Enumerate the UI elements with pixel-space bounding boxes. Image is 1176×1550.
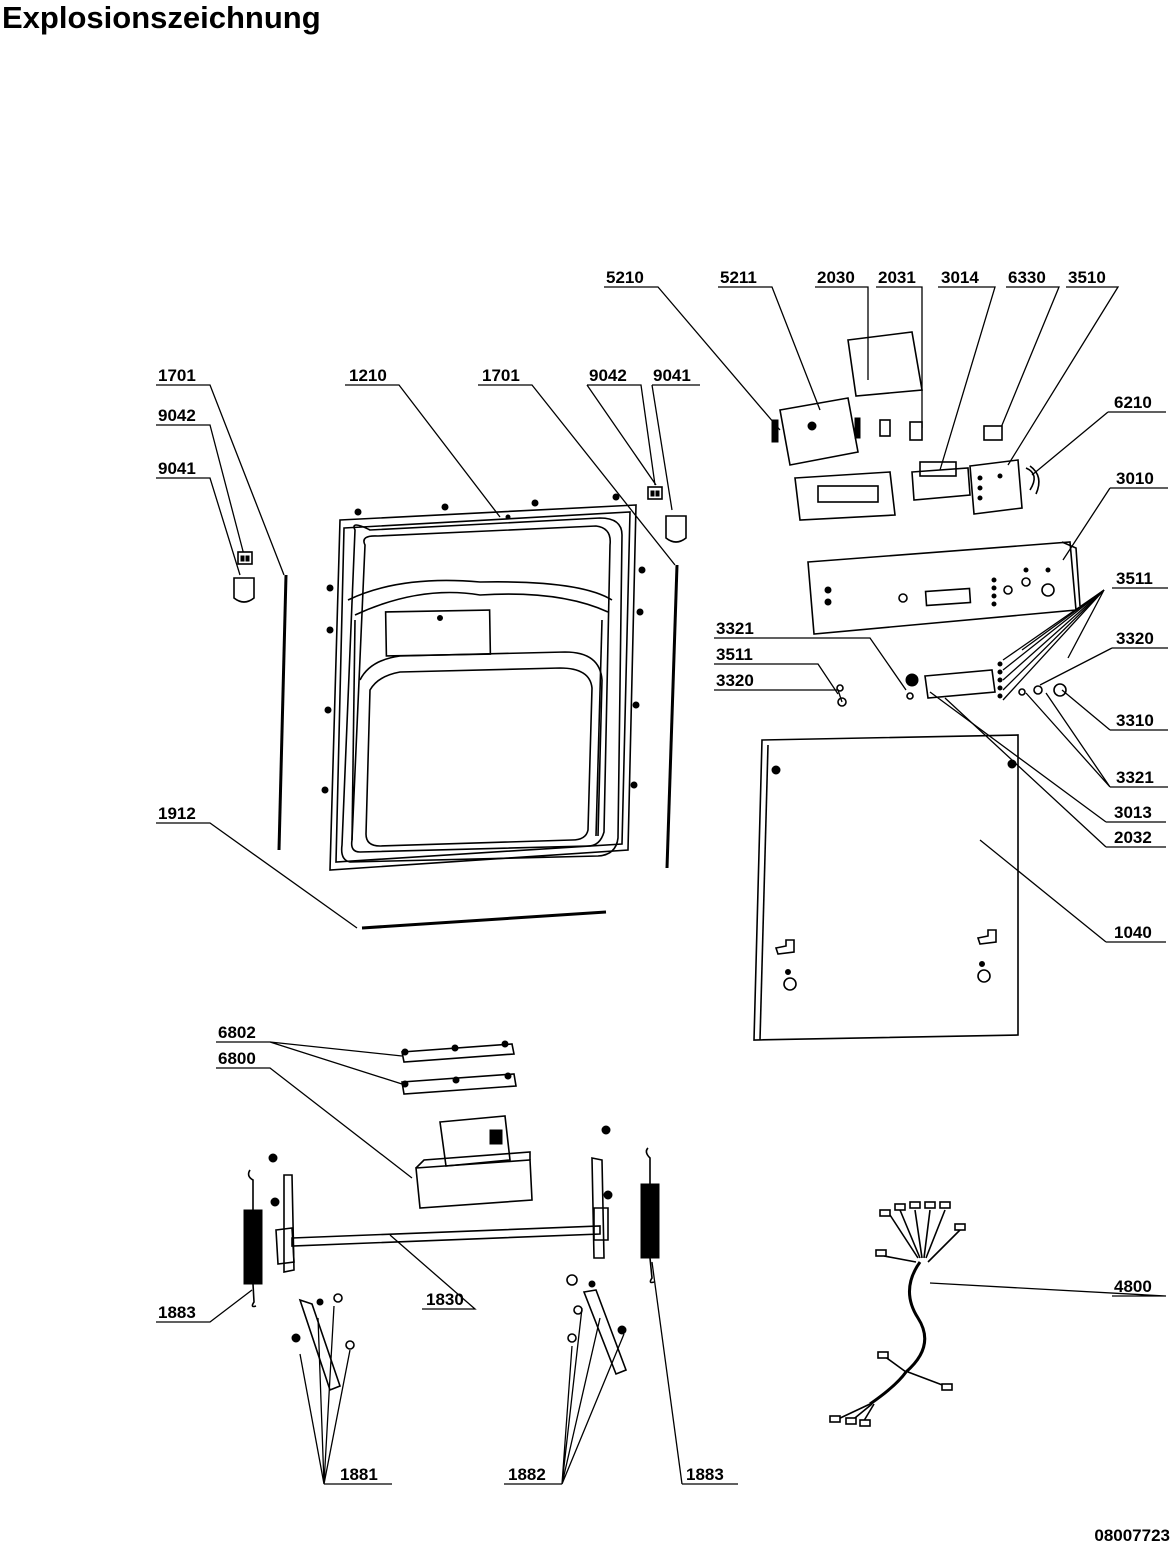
inner-door [321, 493, 646, 871]
label-6802: 6802 [218, 1023, 256, 1042]
label-5210: 5210 [606, 268, 644, 287]
hinge-left [268, 1153, 355, 1392]
dispenser-module [415, 1115, 533, 1209]
label-9042-left: 9042 [158, 406, 196, 425]
label-1882: 1882 [508, 1465, 546, 1484]
torsion-bar [291, 1225, 601, 1247]
label-5211: 5211 [720, 268, 757, 287]
label-6330: 6330 [1008, 268, 1046, 287]
hinge-brackets [401, 1040, 517, 1095]
bottom-seal [361, 910, 607, 930]
label-9041-left: 9041 [158, 459, 196, 478]
label-3320-right: 3320 [1116, 629, 1154, 648]
label-3511-right: 3511 [1116, 569, 1153, 588]
label-6210: 6210 [1114, 393, 1152, 412]
label-3013: 3013 [1114, 803, 1152, 822]
electronics-module [771, 331, 923, 521]
label-1883-left: 1883 [158, 1303, 196, 1322]
leader-lines [156, 286, 1168, 1485]
page-title: Explosionszeichnung [2, 0, 321, 35]
drawing-number: 08007723 [1094, 1526, 1170, 1545]
spring-right [640, 1147, 660, 1284]
label-1912: 1912 [158, 804, 196, 823]
label-2031: 2031 [878, 268, 916, 287]
label-2030: 2030 [817, 268, 855, 287]
label-9041-right: 9041 [653, 366, 691, 385]
label-3511-left: 3511 [716, 645, 753, 664]
label-9042-right: 9042 [589, 366, 627, 385]
clip-and-cap-left [233, 551, 255, 603]
control-panel [807, 541, 1081, 635]
label-2032: 2032 [1114, 828, 1152, 847]
clip-and-cap-right [647, 486, 687, 543]
part-labels: 5210 5211 2030 2031 3014 6330 3510 6210 … [158, 268, 1154, 1484]
label-1701-left: 1701 [158, 366, 196, 385]
label-1883-right: 1883 [686, 1465, 724, 1484]
label-3010: 3010 [1116, 469, 1154, 488]
outer-door-panel [753, 734, 1019, 1041]
label-1830: 1830 [426, 1290, 464, 1309]
label-1701-right: 1701 [482, 366, 520, 385]
label-3320-left: 3320 [716, 671, 754, 690]
switch-assembly [911, 425, 1040, 515]
label-1040: 1040 [1114, 923, 1152, 942]
label-3321-left: 3321 [716, 619, 754, 638]
wire-harness [829, 1201, 966, 1427]
label-4800: 4800 [1114, 1277, 1152, 1296]
side-seal-right [665, 564, 679, 869]
spring-left [243, 1169, 263, 1308]
label-1881: 1881 [340, 1465, 378, 1484]
hinge-right [566, 1125, 628, 1376]
label-3510: 3510 [1068, 268, 1106, 287]
label-3321-right: 3321 [1116, 768, 1154, 787]
side-seal-left [277, 574, 288, 851]
label-6800: 6800 [218, 1049, 256, 1068]
button-strip [836, 661, 1067, 707]
label-1210: 1210 [349, 366, 387, 385]
label-3014: 3014 [941, 268, 979, 287]
label-3310: 3310 [1116, 711, 1154, 730]
